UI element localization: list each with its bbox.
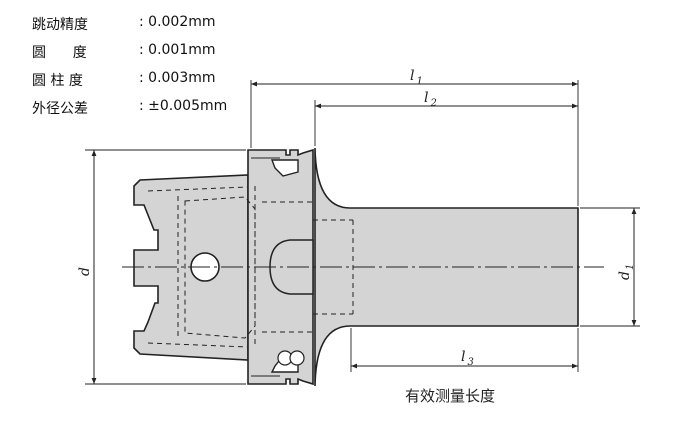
spec-label: 跳动精度 [32,17,88,33]
spec-value: : 0.003mm [139,70,216,86]
dim-d1-label: d1 [617,264,636,280]
extension-lines [85,80,640,385]
spec-label: 外径公差 [32,101,88,117]
spec-label: 圆 柱 度 [32,73,83,89]
spec-label: 圆 度 [32,45,87,61]
effective-length-caption: 有效测量长度 [405,387,496,405]
spec-value: : 0.001mm [139,42,216,58]
spec-value: : ±0.005mm [139,98,228,114]
dim-d-label: d [77,267,93,276]
dimension-lines [91,81,637,384]
spec-value: : 0.002mm [139,14,216,30]
